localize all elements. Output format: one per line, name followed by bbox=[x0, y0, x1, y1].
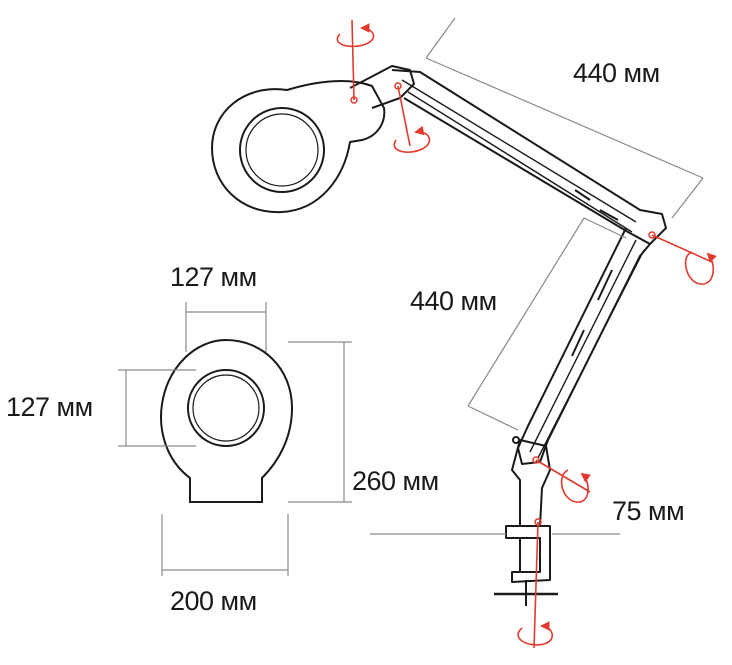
rotation-arrow-icon bbox=[336, 19, 375, 101]
head-dimension-lines bbox=[118, 302, 352, 576]
rotation-arrow-icon bbox=[535, 459, 592, 503]
rotation-arrow-icon bbox=[393, 85, 431, 153]
clamp-width-label: 75 мм bbox=[612, 496, 685, 526]
lens-height-label: 127 мм bbox=[6, 392, 93, 422]
rotation-arrow-icon bbox=[651, 234, 717, 285]
rotation-indicators bbox=[336, 19, 717, 649]
head-height-label: 260 мм bbox=[352, 466, 439, 496]
upper-arm bbox=[391, 69, 667, 245]
lower-arm bbox=[517, 227, 651, 465]
magnifier-head bbox=[211, 65, 415, 214]
upper-arm-length-label: 440 мм bbox=[573, 58, 660, 88]
desk-clamp bbox=[494, 518, 558, 606]
lamp-drawing bbox=[211, 65, 667, 606]
head-width-label: 200 мм bbox=[170, 586, 257, 616]
lens-width-label: 127 мм bbox=[170, 262, 257, 292]
lower-arm-length-label: 440 мм bbox=[410, 286, 497, 316]
lamp-dimension-lines bbox=[370, 17, 704, 535]
rotation-arrow-icon bbox=[517, 521, 553, 649]
head-front-view bbox=[160, 338, 294, 503]
